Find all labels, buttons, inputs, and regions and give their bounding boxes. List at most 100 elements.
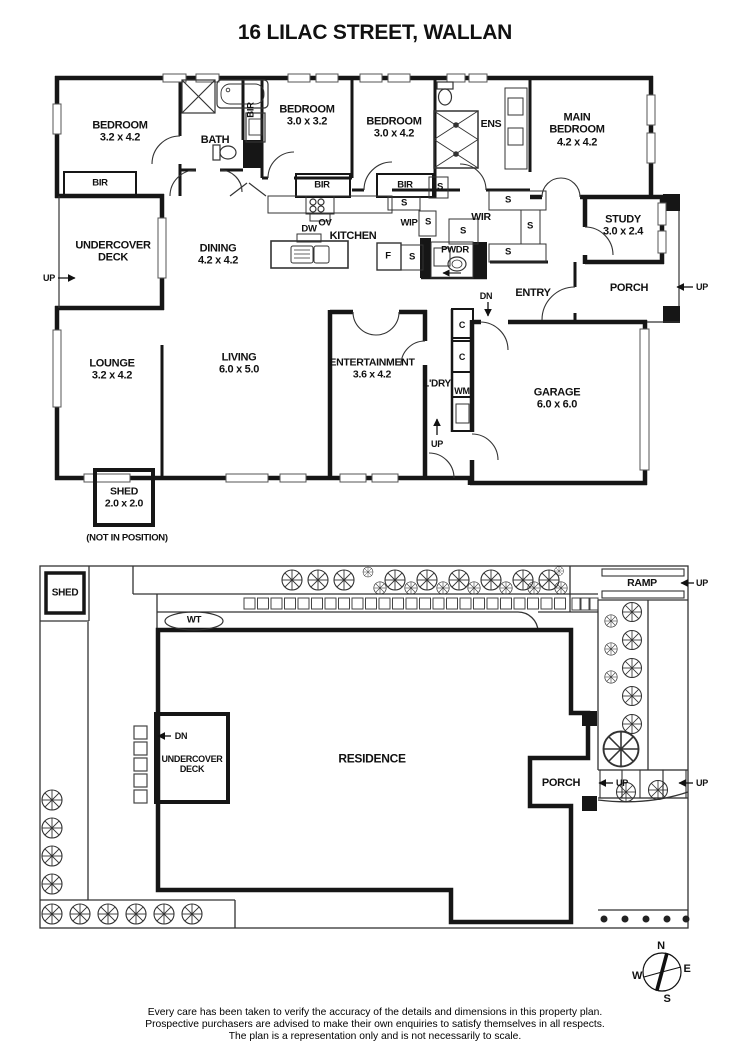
shower-icon [181, 79, 216, 114]
ramp-bar [601, 568, 685, 577]
site-shed-outline [44, 571, 86, 615]
shed-outline [93, 468, 155, 527]
porch-pillar [663, 306, 680, 323]
toilet-icon [447, 256, 467, 272]
room-label-wip: WIP [400, 217, 418, 229]
bir-label-vertical: BIR [245, 102, 257, 118]
tree-icon [621, 629, 643, 651]
porch-pillar [663, 194, 680, 211]
garage-door [639, 328, 650, 471]
compass-north: N [657, 939, 665, 952]
tree-icon [621, 601, 643, 623]
tree-icon [554, 581, 568, 595]
tree-icon [307, 569, 329, 591]
up-label: UP [696, 777, 708, 788]
bathtub-icon [216, 79, 269, 109]
dn-label: DN [174, 730, 188, 741]
floorplan-exterior-walls [54, 75, 665, 486]
room-label-porch: PORCH [609, 281, 649, 294]
sink-icon [290, 245, 314, 264]
s-label: S [526, 220, 534, 232]
dishwasher-icon [296, 233, 322, 243]
room-label-pwdr: PWDR [441, 244, 469, 256]
shrub-icon [642, 915, 650, 923]
tree-icon [153, 903, 175, 925]
up-label: UP [616, 777, 628, 788]
room-label-ensuite: ENS [480, 118, 502, 131]
s-label: S [436, 181, 444, 193]
s-label: S [459, 225, 467, 237]
tree-icon [602, 730, 640, 768]
tree-icon [362, 566, 374, 578]
room-label-laundry: L'DRY [423, 378, 451, 390]
c-label: C [458, 319, 466, 330]
wm-label: WM [454, 385, 470, 396]
tree-icon [384, 569, 406, 591]
room-label-kitchen: KITCHEN [329, 229, 377, 242]
basin-icon [433, 247, 451, 267]
dw-label: DW [301, 223, 317, 235]
toilet-icon [212, 144, 221, 161]
powder-room [430, 241, 474, 279]
vanity-icon [504, 87, 528, 170]
tree-icon [527, 581, 541, 595]
tree-icon [69, 903, 91, 925]
tree-icon [416, 569, 438, 591]
s-label: S [408, 251, 416, 263]
pantry-shelf [400, 244, 424, 271]
door-swings [151, 135, 614, 479]
room-label-entry: ENTRY [515, 286, 551, 299]
tree-icon [604, 614, 618, 628]
disclaimer-line: The plan is a representation only and is… [228, 1031, 522, 1042]
shower-icon [433, 110, 479, 169]
tree-icon [281, 569, 303, 591]
tree-icon [404, 581, 418, 595]
tree-icon [604, 670, 618, 684]
floorplan-black-wall-chunks [243, 140, 680, 323]
tree-icon [604, 642, 618, 656]
bir-label: BIR [397, 179, 413, 191]
fixtures [181, 79, 547, 424]
site-arrows [157, 579, 694, 787]
c-label: C [458, 351, 466, 362]
tree-icon [41, 845, 63, 867]
site-pillars [582, 711, 597, 811]
tree-icon [499, 581, 513, 595]
room-label-bath: BATH [200, 133, 230, 146]
shrub-icon [621, 915, 629, 923]
tree-icon [621, 713, 643, 735]
tree-icon [333, 569, 355, 591]
site-deck-outline [154, 712, 230, 804]
disclaimer-line: Prospective purchasers are advised to ma… [145, 1019, 605, 1030]
site-structures [44, 568, 687, 925]
floorplan-arrows [58, 274, 693, 435]
kitchen-bench [267, 195, 393, 214]
page-title: 16 LILAC STREET, WALLAN [237, 21, 513, 44]
trees [41, 566, 669, 925]
site-shed-label: SHED [51, 587, 79, 599]
tree-icon [554, 566, 564, 576]
room-label-wir: WIR [471, 211, 491, 224]
f-label: F [385, 250, 391, 262]
compass-west: W [631, 969, 643, 982]
s-label: S [400, 197, 408, 209]
disclaimer-line: Every care has been taken to verify the … [147, 1007, 603, 1018]
tree-icon [41, 817, 63, 839]
stepping-stones [133, 725, 148, 804]
shrub-icon [600, 915, 608, 923]
tree-icon [373, 581, 387, 595]
site-porch-label: PORCH [541, 776, 581, 789]
s-label: S [504, 246, 512, 258]
bir-label: BIR [92, 177, 108, 189]
tree-icon [41, 873, 63, 895]
water-tank-icon [164, 611, 224, 631]
